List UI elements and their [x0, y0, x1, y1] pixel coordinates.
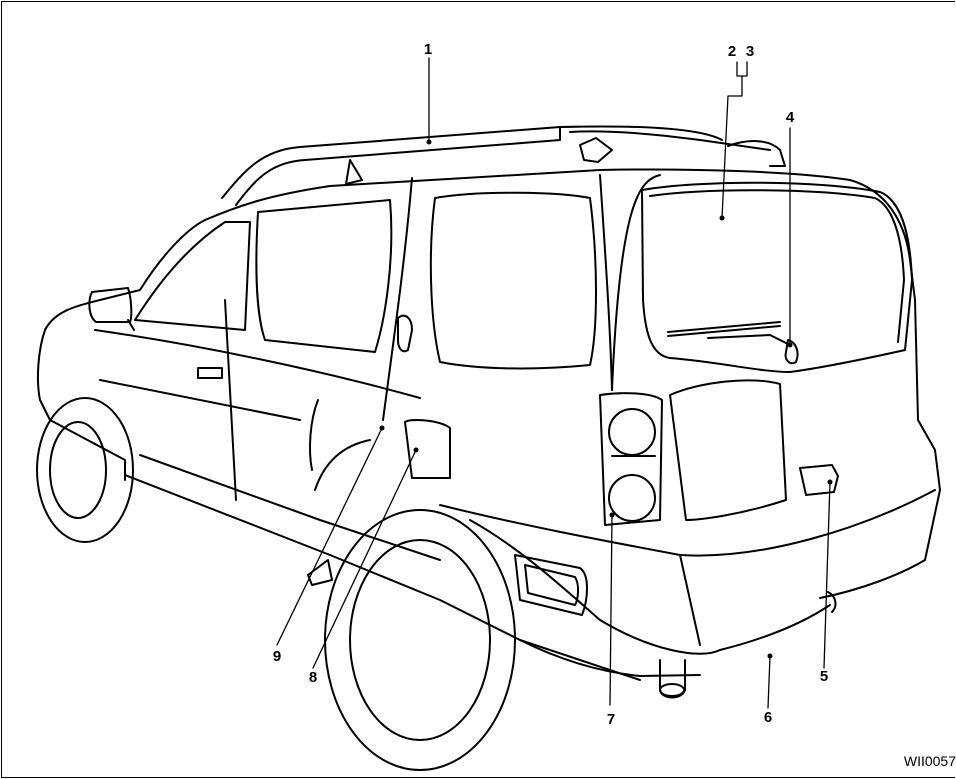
callout-6: 6 — [763, 709, 773, 726]
leader-dots — [379, 139, 833, 659]
side-windows — [134, 191, 597, 370]
tailgate-panel — [669, 379, 839, 521]
callout-7: 7 — [606, 711, 616, 728]
rear-window — [641, 181, 913, 373]
callout-4: 4 — [785, 109, 795, 126]
callout-9: 9 — [272, 648, 282, 665]
wheels — [36, 397, 516, 771]
leader-lines — [276, 57, 831, 709]
rear-combination-lamp — [599, 392, 663, 526]
callout-1: 1 — [423, 41, 433, 58]
roof-rail — [221, 125, 786, 206]
callout-3: 3 — [745, 43, 755, 60]
bumper-reflector — [514, 554, 588, 616]
fuel-lid — [404, 419, 451, 479]
callout-5: 5 — [819, 668, 829, 685]
figure-code: WII0057 — [903, 753, 956, 769]
rear-wiper — [667, 321, 799, 365]
vehicle-body — [36, 168, 941, 681]
callout-2: 2 — [727, 43, 737, 60]
callout-8: 8 — [308, 669, 318, 686]
exhaust-pipe — [659, 591, 837, 699]
door-details — [88, 287, 413, 379]
